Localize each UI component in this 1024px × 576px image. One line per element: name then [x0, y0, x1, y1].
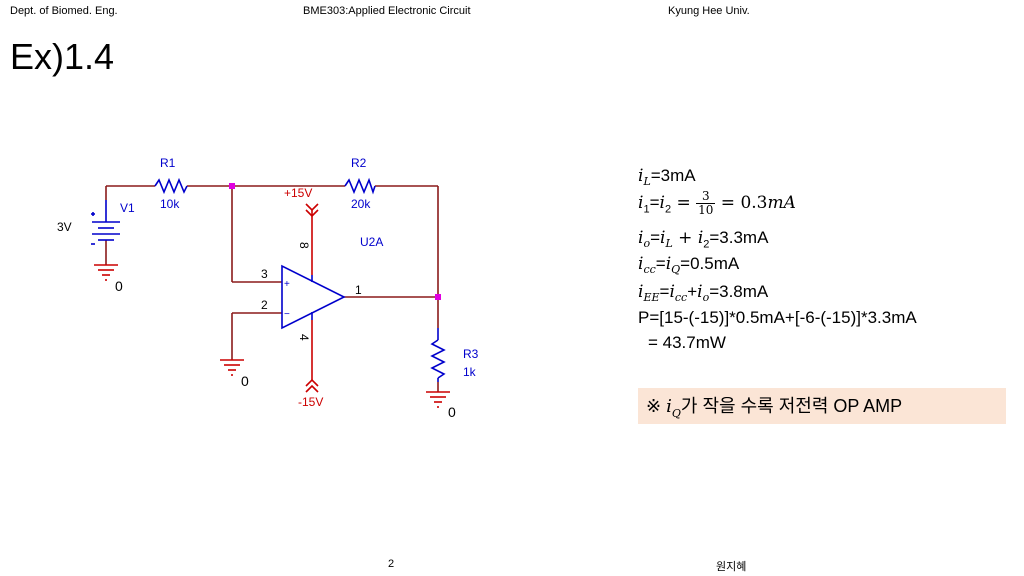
slide-title: Ex)1.4 — [10, 36, 115, 77]
pin1-label: 1 — [355, 283, 362, 297]
ground-label: 0 — [448, 404, 456, 420]
r2-value: 20k — [351, 197, 371, 211]
ground-label: 0 — [241, 373, 249, 389]
r1-value: 10k — [160, 197, 180, 211]
header-course: BME303:Applied Electronic Circuit — [303, 5, 471, 17]
r1-resistor — [154, 177, 188, 195]
r3-resistor — [430, 339, 446, 379]
note-box: ※ iQ가 작을 수록 저전력 OP AMP — [638, 388, 1006, 424]
opamp-u2a — [281, 264, 346, 330]
pin4-label: 4 — [297, 334, 311, 341]
ground-symbol — [220, 359, 244, 376]
ground-symbol — [426, 391, 450, 408]
minus-sign: − — [284, 309, 290, 320]
junction-dot — [229, 183, 235, 189]
ground-symbol — [94, 264, 118, 281]
pin3-label: 3 — [261, 267, 268, 281]
page-number: 2 — [388, 558, 395, 570]
header-dept: Dept. of Biomed. Eng. — [10, 5, 118, 17]
r3-name: R3 — [463, 347, 479, 361]
author-name: 원지혜 — [716, 561, 747, 573]
pin8-label: 8 — [297, 242, 311, 249]
vpos-label: +15V — [284, 186, 312, 200]
equation-power-result: = 43.7mW — [648, 333, 726, 352]
ground-label: 0 — [115, 278, 123, 294]
equation-output-current: io=iL + i2=3.3mA — [638, 228, 769, 251]
header-university: Kyung Hee Univ. — [668, 5, 750, 17]
junction-dot — [435, 294, 441, 300]
equation-load-current: iL=3mA — [638, 166, 696, 189]
equation-negative-supply-current: iEE=icc+io=3.8mA — [638, 282, 769, 305]
r1-name: R1 — [160, 156, 176, 170]
vneg-label: -15V — [298, 395, 323, 409]
equation-supply-current: icc=iQ=0.5mA — [638, 254, 740, 277]
r3-value: 1k — [463, 365, 477, 379]
v1-battery — [91, 200, 120, 245]
wires — [105, 185, 439, 392]
equation-power: P=[15-(-15)]*0.5mA+[-6-(-15)]*3.3mA — [638, 308, 917, 327]
r2-resistor — [344, 177, 376, 195]
plus-sign: + — [284, 279, 290, 290]
opamp-name: U2A — [360, 235, 383, 249]
r2-name: R2 — [351, 156, 367, 170]
v1-name: V1 — [120, 201, 135, 215]
supply-wires — [305, 203, 319, 393]
pin2-label: 2 — [261, 298, 268, 312]
v1-value: 3V — [57, 220, 72, 234]
